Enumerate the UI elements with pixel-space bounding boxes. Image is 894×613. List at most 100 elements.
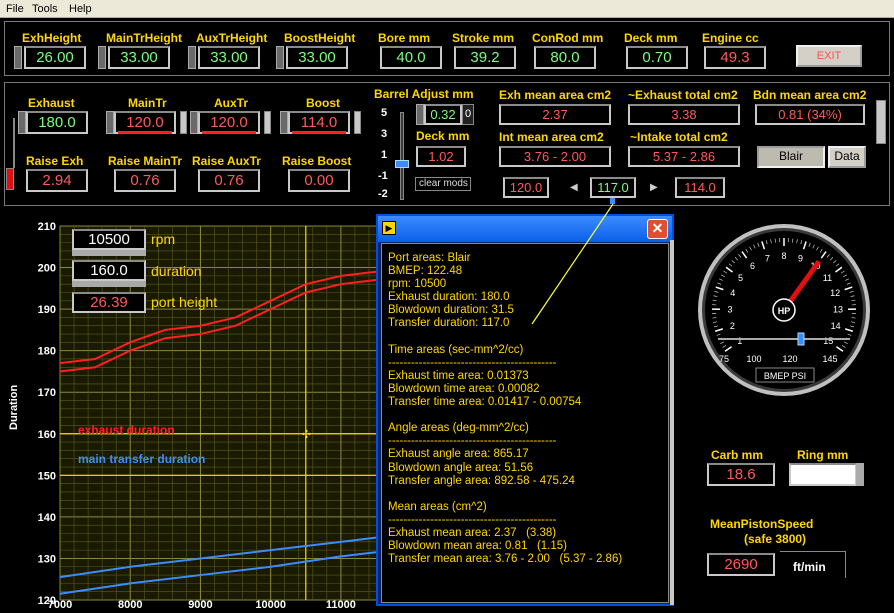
popup-line: Transfer duration: 117.0 [388,317,510,330]
menu-file[interactable]: File [6,3,24,15]
barrel-zero-indicator: 0 [462,104,474,125]
port-height-value[interactable]: 26.39 [72,292,146,313]
barrel-spinner[interactable] [416,104,424,125]
y-tick-label: 120 [38,595,56,607]
popup-line: Transfer mean area: 3.76 - 2.00 (5.37 - … [388,553,623,566]
raise-field-value: 0.00 [288,169,350,192]
menu-help[interactable]: Help [69,3,92,15]
barrel-adjust-value[interactable]: 0.32 [424,104,462,125]
exh-mean-value: 2.37 [499,104,611,125]
popup-line: ----------------------------------------… [388,513,557,526]
gauge-tick-label: 7 [765,254,770,264]
transfer-center-value[interactable]: 117.0 [590,177,636,198]
raise-field-value: 0.76 [114,169,176,192]
window-titlebar[interactable]: ▶ ✕ [378,216,672,242]
menu-tools[interactable]: Tools [32,3,58,15]
deck-mm-value[interactable]: 1.02 [416,146,466,167]
popup-line: ----------------------------------------… [388,435,557,448]
x-tick-label: 11000 [326,599,356,611]
y-tick-label: 210 [38,221,56,233]
gauge-tick-label: 15 [823,336,833,346]
duration-scrollbar[interactable] [264,111,271,134]
gauge-tick-label: 4 [730,288,735,298]
top-field-label: Deck mm [624,31,678,45]
top-field-value[interactable]: 40.0 [380,46,442,69]
duration-indicator-bar [118,131,172,134]
raise-connector [13,118,15,168]
x-tick-label: 10000 [255,599,286,611]
top-field-spinner[interactable] [188,46,196,69]
hp-gauge: 123456789101112131415HP75100120145BMEP P… [698,224,870,396]
rpm-slider[interactable] [72,250,146,256]
exit-button[interactable]: EXIT [796,45,862,67]
slider-left-arrow-icon[interactable]: ◀ [570,182,578,193]
raise-field-label: Raise Boost [282,154,352,168]
gauge-tick-label: 8 [781,251,786,261]
y-tick-label: 130 [38,553,56,565]
clear-mods-button[interactable]: clear mods [415,177,471,191]
duration-field-spinner[interactable] [106,111,114,134]
barrel-tick: 5 [381,107,388,119]
popup-line: rpm: 10500 [388,278,447,291]
duration-field-value[interactable]: 120.0 [198,111,260,134]
gauge-label: HP [778,306,791,316]
gauge-tick [835,266,843,273]
gauge-tick-label: 13 [833,304,843,314]
duration-field-spinner[interactable] [18,111,26,134]
barrel-tick: -1 [378,170,388,182]
duration-indicator-bar [202,131,256,134]
ring-value[interactable] [789,463,857,486]
close-button[interactable]: ✕ [647,219,668,239]
top-field-label: MainTrHeight [106,31,183,45]
gauge-tick [741,251,748,259]
int-total-label: ~Intake total cm2 [630,130,728,144]
top-field-value[interactable]: 39.2 [454,46,516,69]
raise-field-value: 2.94 [26,169,88,192]
duration-field-spinner[interactable] [190,111,198,134]
popup-line: Blowdown angle area: 51.56 [388,461,534,474]
top-field-label: ConRod mm [532,31,604,45]
top-field-value[interactable]: 80.0 [534,46,596,69]
ring-slider[interactable] [856,463,864,486]
duration-scrollbar[interactable] [354,111,361,134]
y-tick-label: 200 [38,263,56,275]
top-field-value[interactable]: 33.00 [108,46,170,69]
carb-value[interactable]: 18.6 [707,463,775,486]
popup-line: Exhaust mean area: 2.37 (3.38) [388,526,557,539]
barrel-tick: 1 [381,149,388,161]
exh-total-label: ~Exhaust total cm2 [628,88,738,102]
top-field-spinner[interactable] [98,46,106,69]
mps-unit: ft/min [780,551,846,578]
top-field-value[interactable]: 33.00 [198,46,260,69]
popup-line: Mean areas (cm^2) [388,500,487,513]
duration-scrollbar[interactable] [180,111,187,134]
blair-button[interactable]: Blair [757,146,825,168]
top-field-value[interactable]: 33.00 [286,46,348,69]
gauge-tick-label: 9 [798,254,803,264]
top-field-spinner[interactable] [14,46,22,69]
raise-field-label: Raise Exh [26,154,84,168]
area-scrollbar[interactable] [876,100,886,144]
duration-slider[interactable] [72,281,146,287]
top-field-value[interactable]: 0.70 [626,46,688,69]
gauge-tick-label: 5 [738,273,743,283]
duration-field-spinner[interactable] [280,111,288,134]
mps-safe-label: (safe 3800) [744,532,807,546]
duration-value[interactable]: 160.0 [72,260,146,281]
bmep-label: BMEP PSI [764,371,806,381]
top-field-value[interactable]: 26.00 [24,46,86,69]
carb-label: Carb mm [711,448,764,462]
window-scrollbar[interactable] [670,240,674,605]
gauge-tick-label: 1 [737,336,742,346]
slider-right-arrow-icon[interactable]: ▶ [650,182,658,193]
raise-exh-indicator [6,168,14,190]
port-height-label: port height [151,294,218,310]
rpm-value[interactable]: 10500 [72,229,146,250]
bmep-tick-label: 75 [719,354,729,364]
crosshair-marker: ✣ [302,428,311,441]
duration-field-value[interactable]: 180.0 [26,111,88,134]
gauge-tick-label: 11 [823,273,832,283]
y-tick-label: 180 [38,346,56,358]
data-button[interactable]: Data [828,146,866,168]
top-field-spinner[interactable] [276,46,284,69]
